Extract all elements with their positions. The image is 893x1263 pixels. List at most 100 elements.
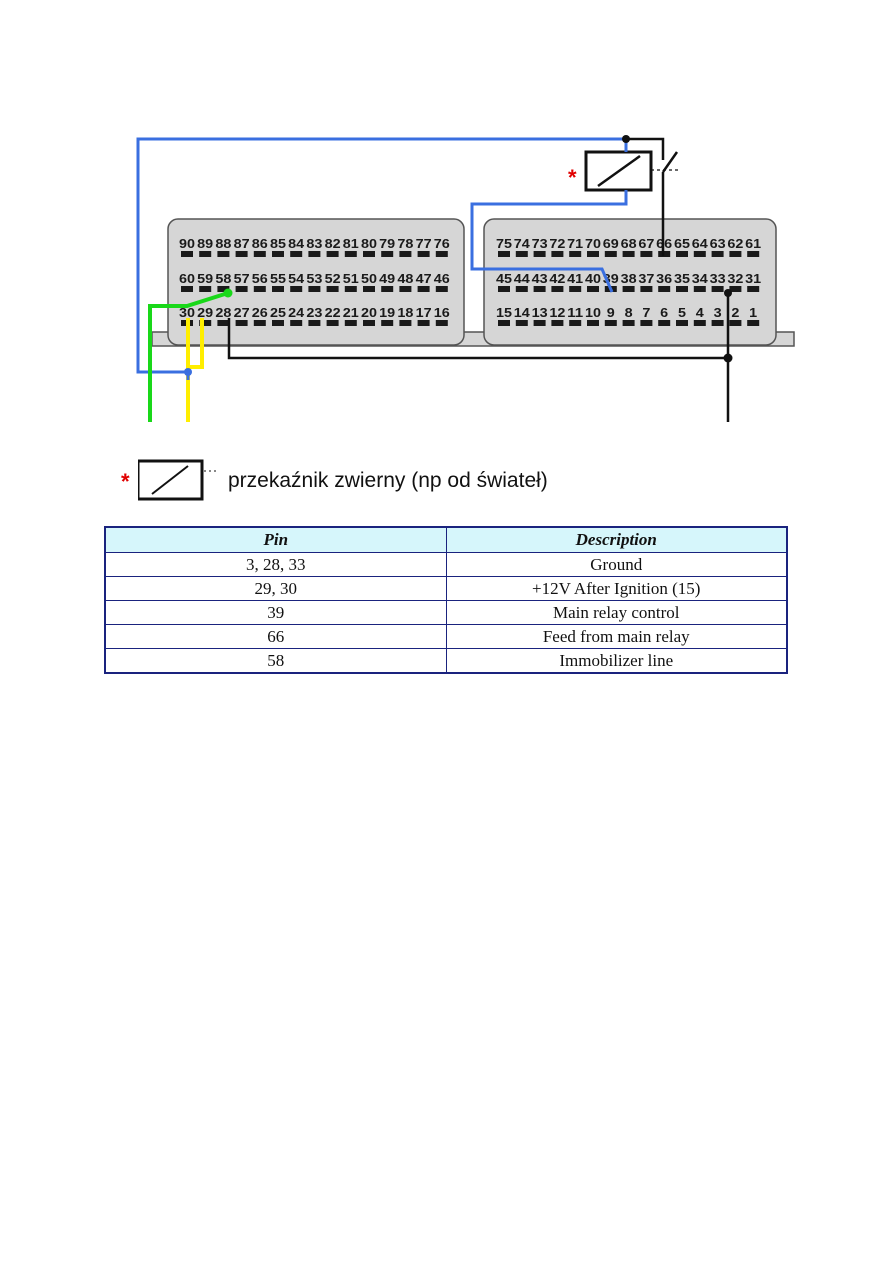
relay-marker: * <box>568 165 577 190</box>
right-pin-terminal <box>622 320 635 326</box>
left-pin-terminal <box>399 251 412 257</box>
left-pin-terminal <box>435 320 448 326</box>
right-pin-terminal <box>569 320 582 326</box>
left-pin-label: 88 <box>215 237 231 251</box>
table-row: 58 Immobilizer line <box>104 648 788 674</box>
right-pin-terminal <box>498 286 510 292</box>
left-pin-terminal <box>417 251 430 257</box>
left-pin-label: 86 <box>252 237 268 251</box>
right-pin-label: 61 <box>745 237 761 251</box>
right-pin-label: 8 <box>625 306 633 320</box>
left-pin-terminal <box>363 251 375 257</box>
right-pin-terminal <box>676 286 688 292</box>
cell-pin: 3, 28, 33 <box>104 552 447 577</box>
right-pin-label: 72 <box>549 237 565 251</box>
right-pin-label: 34 <box>692 272 708 286</box>
right-pin-terminal <box>676 251 688 257</box>
left-pin-terminal <box>308 286 321 292</box>
right-pin-terminal <box>711 320 724 326</box>
left-pin-label: 48 <box>397 272 413 286</box>
left-pin-label: 18 <box>397 306 413 320</box>
right-pin-terminal <box>569 251 582 257</box>
wire-green-immobilizer <box>148 291 229 422</box>
left-pin-terminal <box>181 286 193 292</box>
right-pin-terminal <box>658 320 671 326</box>
left-pin-terminal <box>381 286 394 292</box>
left-pin-terminal <box>253 286 266 292</box>
right-pin-terminal <box>711 286 724 292</box>
left-pin-label: 17 <box>416 306 432 320</box>
header-pin: Pin <box>104 526 447 553</box>
left-pin-terminal <box>344 286 357 292</box>
relay-switch-contact <box>661 151 679 173</box>
left-pin-terminal <box>381 320 394 326</box>
left-pin-terminal <box>235 251 248 257</box>
right-pin-terminal <box>587 320 599 326</box>
right-pin-label: 44 <box>514 272 530 286</box>
junction-dot-ground-main <box>723 353 733 363</box>
left-pin-terminal <box>217 320 230 326</box>
left-pin-terminal <box>435 251 448 257</box>
left-pin-label: 59 <box>197 272 213 286</box>
left-pin-terminal <box>199 251 212 257</box>
left-pin-terminal <box>272 251 284 257</box>
right-pin-label: 7 <box>642 306 650 320</box>
right-pin-label: 14 <box>514 306 530 320</box>
table-row: 29, 30 +12V After Ignition (15) <box>104 576 788 601</box>
left-pin-terminal <box>199 320 212 326</box>
left-pin-terminal <box>217 286 230 292</box>
relay-symbol-icon <box>138 459 216 501</box>
left-pin-label: 25 <box>270 306 286 320</box>
left-pin-label: 82 <box>325 237 341 251</box>
wire-yellow-ignition <box>186 318 204 422</box>
right-pin-terminal <box>747 251 760 257</box>
left-pin-terminal <box>344 320 357 326</box>
right-pin-label: 41 <box>567 272 583 286</box>
left-pin-label: 77 <box>416 237 432 251</box>
left-pin-label: 87 <box>234 237 250 251</box>
left-pin-terminal <box>363 320 375 326</box>
cell-description: Ground <box>445 552 788 577</box>
right-pin-label: 11 <box>567 306 583 320</box>
left-pin-terminal <box>181 251 193 257</box>
junction-dots <box>184 135 733 376</box>
left-pin-label: 56 <box>252 272 268 286</box>
right-pin-terminal <box>640 286 653 292</box>
connector-housings <box>151 218 795 347</box>
right-pin-terminal <box>693 320 706 326</box>
right-pin-label: 6 <box>660 306 668 320</box>
left-pin-label: 16 <box>434 306 450 320</box>
right-pin-terminal <box>693 251 706 257</box>
right-pin-label: 73 <box>532 237 548 251</box>
left-pin-label: 26 <box>252 306 268 320</box>
left-pin-terminal <box>308 251 321 257</box>
relay-coil-slash <box>597 154 641 188</box>
left-pin-terminal <box>272 286 284 292</box>
legend-marker: * <box>121 469 130 494</box>
left-pin-label: 89 <box>197 237 213 251</box>
right-pin-terminal <box>693 286 706 292</box>
left-pin-terminal <box>435 286 448 292</box>
legend: * przekaźnik zwierny (np od świateł) <box>118 455 718 501</box>
right-pin-terminal <box>498 251 510 257</box>
header-description: Description <box>445 526 788 553</box>
legend-text: przekaźnik zwierny (np od świateł) <box>228 469 548 492</box>
right-pin-terminal <box>515 251 528 257</box>
left-pin-terminal <box>272 320 284 326</box>
cell-pin: 39 <box>104 600 447 625</box>
left-pin-label: 83 <box>306 237 322 251</box>
right-pin-terminal <box>587 251 599 257</box>
left-pin-label: 50 <box>361 272 377 286</box>
right-pin-label: 71 <box>567 237 583 251</box>
left-pin-terminal <box>253 251 266 257</box>
right-pin-terminal <box>711 251 724 257</box>
left-pin-terminal <box>363 286 375 292</box>
right-pin-label: 42 <box>549 272 565 286</box>
pin-table: Pin Description 3, 28, 33 Ground 29, 30 … <box>104 526 788 674</box>
wires <box>136 137 730 422</box>
left-pin-label: 19 <box>379 306 395 320</box>
left-pin-terminal <box>344 251 357 257</box>
right-pin-terminal <box>622 286 635 292</box>
cell-pin: 29, 30 <box>104 576 447 601</box>
